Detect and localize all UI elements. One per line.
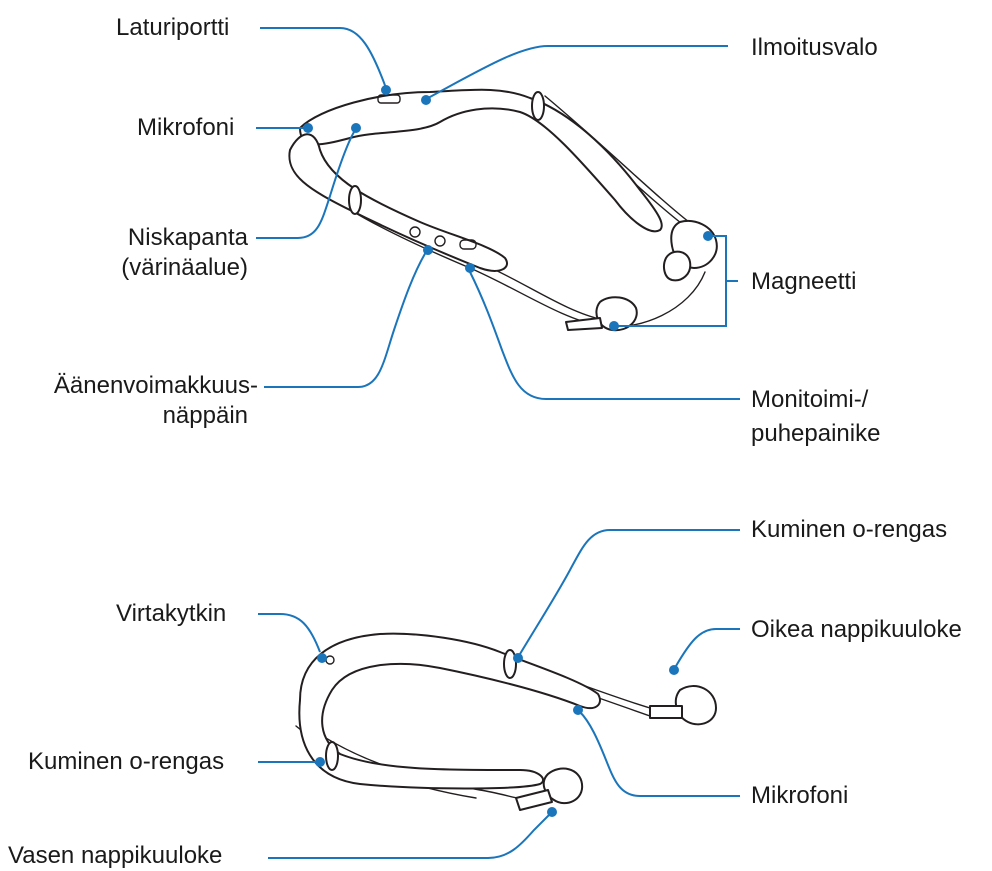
- label-charging-port: Laturiportti: [116, 14, 229, 42]
- leader-charging-port: [260, 28, 386, 88]
- leader-rubber-ring-top: [520, 530, 740, 654]
- leader-right-earbud: [676, 629, 740, 666]
- label-volume-line1: Äänenvoimakkuus-: [6, 372, 258, 400]
- label-multi-line1: Monitoimi-/: [751, 386, 868, 414]
- label-microphone-bottom: Mikrofoni: [751, 782, 848, 810]
- label-rubber-ring-top: Kuminen o-rengas: [751, 516, 947, 544]
- label-left-earbud: Vasen nappikuuloke: [8, 842, 222, 870]
- top-leader-lines: [256, 28, 740, 399]
- label-volume-line2: näppäin: [98, 402, 248, 430]
- label-rubber-ring-left: Kuminen o-rengas: [28, 748, 224, 776]
- leader-left-earbud: [268, 812, 552, 858]
- label-magnet: Magneetti: [751, 268, 856, 296]
- label-multi-line2: puhepainike: [751, 420, 880, 448]
- headset-bottom-view: [296, 634, 716, 810]
- label-right-earbud: Oikea nappikuuloke: [751, 616, 962, 644]
- leader-power-switch: [258, 614, 320, 652]
- label-notification-light: Ilmoitusvalo: [751, 34, 878, 62]
- label-microphone-top: Mikrofoni: [137, 114, 234, 142]
- leader-volume: [264, 252, 426, 387]
- leader-multi: [470, 272, 740, 399]
- label-neckband-line1: Niskapanta: [118, 224, 248, 252]
- label-neckband-line2: (värinäalue): [98, 254, 248, 282]
- leader-microphone-bottom: [580, 712, 740, 796]
- label-power-switch: Virtakytkin: [116, 600, 226, 628]
